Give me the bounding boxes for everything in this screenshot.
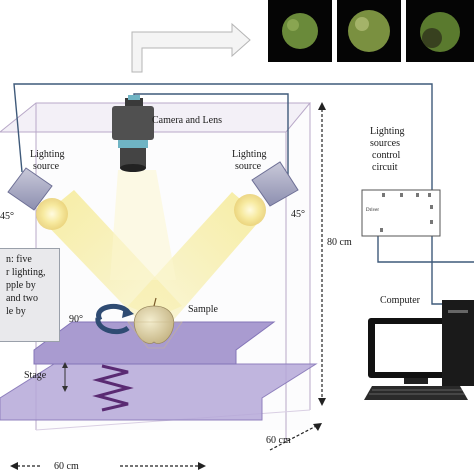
angle-left-label: 45° — [0, 211, 14, 222]
control-label-line1: Lighting — [370, 126, 405, 137]
note-line: and two — [6, 293, 38, 304]
light-beam-right — [128, 192, 262, 324]
control-label-line3: control — [372, 150, 401, 161]
lighting-right-label-line2: source — [235, 161, 262, 172]
stage-height-arrow — [62, 362, 68, 392]
note-line: n: five — [6, 254, 32, 265]
lighting-left-label-line1: Lighting — [30, 149, 65, 160]
lighting-source-right-icon — [234, 161, 299, 226]
note-line: le by — [6, 306, 26, 317]
rotation-angle-label: 90° — [69, 314, 83, 325]
camera-icon — [112, 95, 154, 172]
camera-label: Camera and Lens — [152, 115, 222, 126]
depth-dimension-label: 60 cm — [266, 435, 291, 446]
stage-plate — [33, 321, 276, 365]
output-arrow-icon — [131, 22, 251, 73]
stage-label: Stage — [24, 370, 47, 381]
control-label-line2: sources — [370, 138, 400, 149]
depth-arrow — [269, 423, 321, 451]
rotation-arrow-icon — [95, 303, 134, 335]
lighting-source-left-icon — [7, 167, 68, 230]
sample-apple — [127, 297, 183, 349]
lighting-left-label-line2: source — [33, 161, 60, 172]
height-dimension-label: 80 cm — [327, 237, 352, 248]
computer-icon — [364, 300, 474, 400]
caption-note-box: n: five r lighting, pple by and two le b… — [0, 248, 60, 342]
reflection-beam — [110, 170, 176, 280]
board-driver-label: Driver — [366, 208, 380, 213]
apple-photos — [268, 0, 474, 62]
computer-label: Computer — [380, 295, 420, 306]
control-circuit-board — [361, 189, 441, 237]
note-line: r lighting, — [6, 267, 46, 278]
width-dimension-label: 60 cm — [54, 461, 79, 472]
angle-right-label: 45° — [291, 209, 305, 220]
sample-label: Sample — [188, 304, 218, 315]
control-label-line4: circuit — [372, 162, 398, 173]
stage-spring — [92, 364, 134, 412]
lighting-right-label-line1: Lighting — [232, 149, 267, 160]
note-line: pple by — [6, 280, 36, 291]
